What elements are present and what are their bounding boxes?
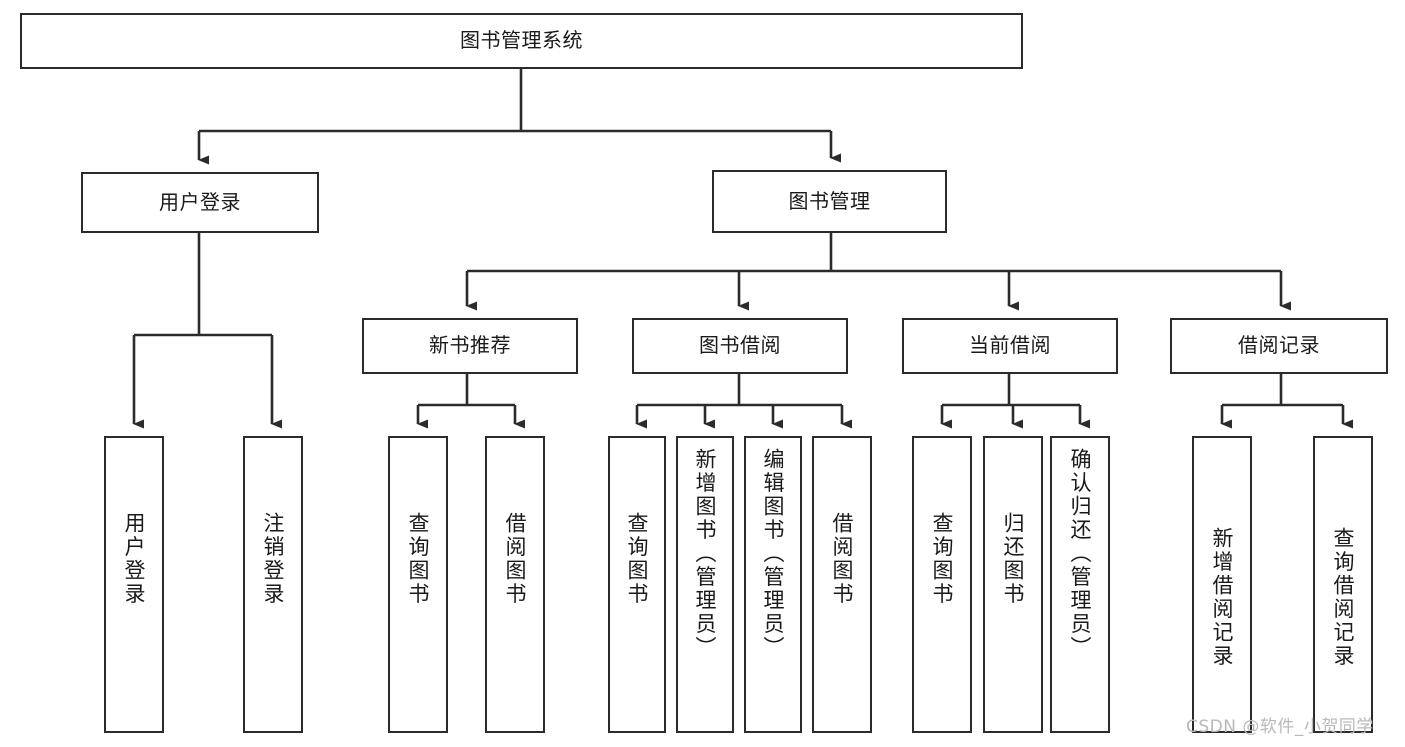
node-leaf-borrow-book-2-label: 借阅图书	[830, 512, 855, 606]
csdn-watermark: CSDN @软件_小贺同学	[1186, 717, 1374, 737]
node-leaf-query-record[interactable]: 查询借阅记录	[1313, 436, 1373, 733]
node-leaf-user-login[interactable]: 用户登录	[104, 436, 164, 733]
node-leaf-query-book-3-label: 查询图书	[930, 512, 955, 606]
node-borrow-record[interactable]: 借阅记录	[1170, 318, 1388, 374]
node-leaf-borrow-book-2[interactable]: 借阅图书	[812, 436, 872, 733]
node-current-borrow[interactable]: 当前借阅	[902, 318, 1118, 374]
node-leaf-confirm-return[interactable]: 确认归还（管理员）	[1050, 436, 1110, 733]
node-book-borrow[interactable]: 图书借阅	[632, 318, 848, 374]
node-leaf-query-book-2[interactable]: 查询图书	[608, 436, 666, 733]
node-book-borrow-label: 图书借阅	[699, 333, 781, 358]
node-leaf-return-book-label: 归还图书	[1001, 512, 1026, 606]
node-leaf-add-book-label: 新增图书（管理员）	[693, 448, 718, 660]
node-leaf-user-login-label: 用户登录	[122, 512, 147, 606]
node-root[interactable]: 图书管理系统	[20, 13, 1023, 69]
node-leaf-borrow-book-1[interactable]: 借阅图书	[485, 436, 545, 733]
node-current-borrow-label: 当前借阅	[969, 333, 1051, 358]
node-leaf-query-book-1[interactable]: 查询图书	[388, 436, 448, 733]
node-leaf-add-book[interactable]: 新增图书（管理员）	[676, 436, 734, 733]
node-user-login-label: 用户登录	[159, 189, 241, 214]
node-new-book-recommend-label: 新书推荐	[429, 333, 511, 358]
node-borrow-record-label: 借阅记录	[1238, 333, 1320, 358]
node-new-book-recommend[interactable]: 新书推荐	[362, 318, 578, 374]
node-leaf-edit-book[interactable]: 编辑图书（管理员）	[744, 436, 802, 733]
node-leaf-return-book[interactable]: 归还图书	[983, 436, 1043, 733]
node-book-manage-label: 图书管理	[788, 188, 871, 213]
node-leaf-query-book-1-label: 查询图书	[406, 512, 431, 606]
node-leaf-add-record-label: 新增借阅记录	[1210, 527, 1235, 668]
node-leaf-query-book-2-label: 查询图书	[625, 512, 650, 606]
node-leaf-edit-book-label: 编辑图书（管理员）	[761, 448, 786, 660]
node-user-login[interactable]: 用户登录	[81, 172, 319, 233]
node-book-manage[interactable]: 图书管理	[712, 170, 947, 233]
node-leaf-add-record[interactable]: 新增借阅记录	[1192, 436, 1252, 733]
node-root-label: 图书管理系统	[460, 28, 583, 53]
node-leaf-logout[interactable]: 注销登录	[243, 436, 303, 733]
node-leaf-query-record-label: 查询借阅记录	[1331, 527, 1356, 668]
node-leaf-borrow-book-1-label: 借阅图书	[503, 512, 528, 606]
node-leaf-confirm-return-label: 确认归还（管理员）	[1068, 448, 1093, 660]
node-leaf-logout-label: 注销登录	[261, 512, 286, 606]
node-leaf-query-book-3[interactable]: 查询图书	[912, 436, 972, 733]
